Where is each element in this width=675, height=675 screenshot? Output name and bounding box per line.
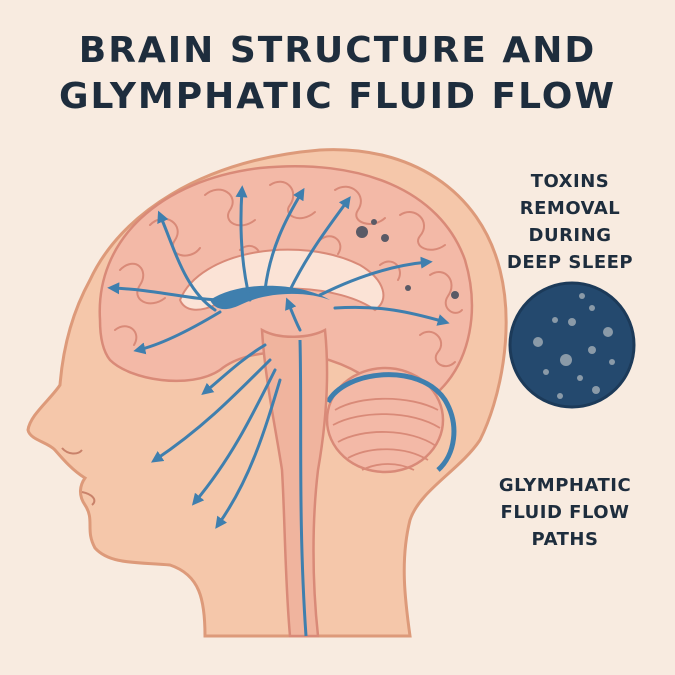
cerebellum [325, 366, 445, 474]
toxin-label-line-1: TOXINS [530, 171, 610, 192]
glymphatic-flow-arrows [107, 185, 450, 529]
lips [81, 491, 96, 506]
toxin-removal-label: TOXINS REMOVAL DURING DEEP SLEEP [470, 168, 670, 276]
flow-label-line-2: FLUID FLOW [500, 502, 630, 523]
brainstem [260, 327, 329, 638]
cerebellum-folds [332, 397, 441, 471]
flow-label-line-3: PATHS [531, 529, 599, 550]
spinal-canal-fluid [298, 339, 308, 637]
ventricle [210, 285, 330, 310]
cerebellum-fluid [325, 372, 457, 472]
flow-label-line-1: GLYMPHATIC [498, 475, 632, 496]
page-title: BRAIN STRUCTURE AND GLYMPHATIC FLUID FLO… [0, 28, 675, 120]
toxin-removal-disc [508, 281, 636, 409]
toxin-label-line-3: DURING [528, 225, 612, 246]
glymphatic-flow-label: GLYMPHATIC FLUID FLOW PATHS [465, 472, 665, 553]
toxin-label-line-4: DEEP SLEEP [506, 252, 634, 273]
toxin-particles [356, 219, 459, 299]
title-line-1: BRAIN STRUCTURE AND [78, 30, 597, 71]
title-line-2: GLYMPHATIC FLUID FLOW [58, 76, 617, 117]
toxin-label-line-2: REMOVAL [519, 198, 621, 219]
nostril [61, 447, 83, 455]
